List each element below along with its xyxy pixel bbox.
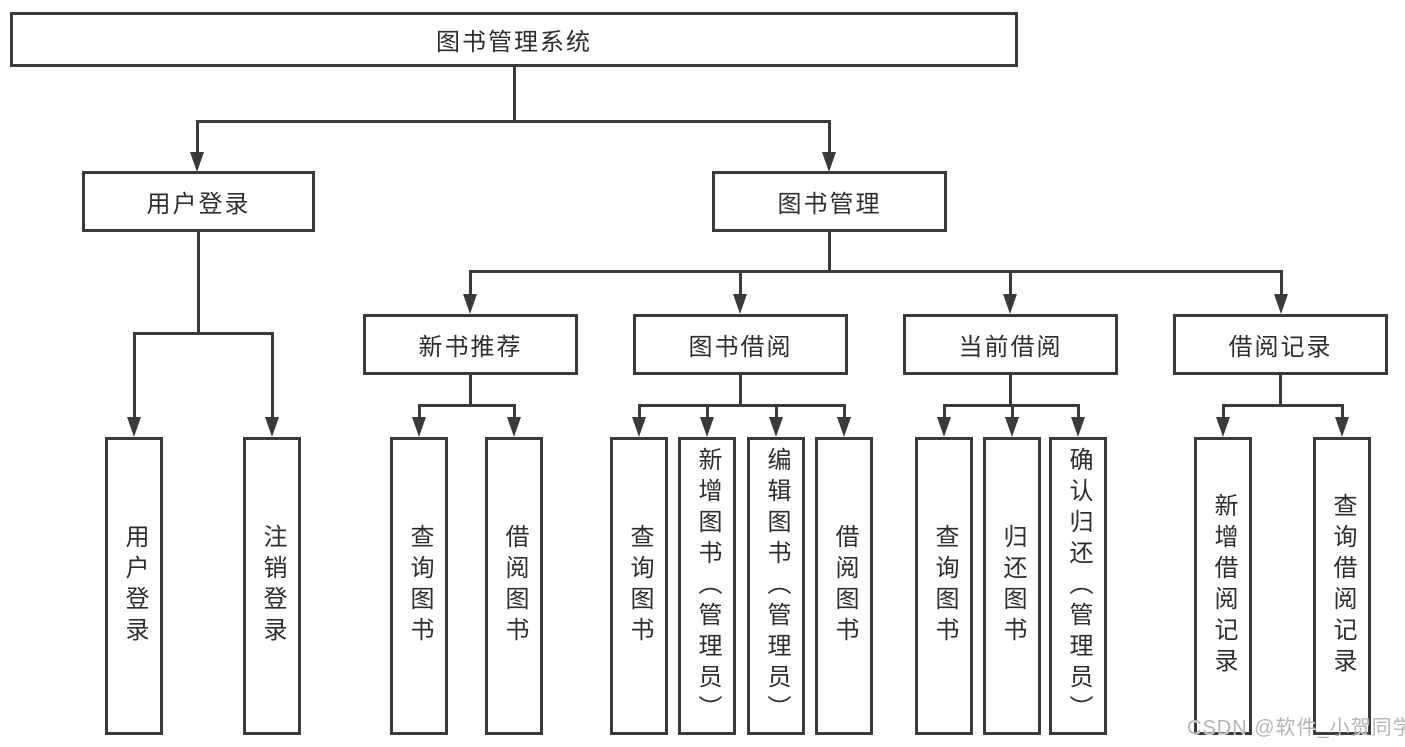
connector-line xyxy=(775,404,778,419)
leaf-label: 查询图书 xyxy=(931,524,958,648)
leaf-label: 查询图书 xyxy=(406,524,433,648)
leaf-label: 确认归还（管理员） xyxy=(1065,446,1092,726)
node-book-borrow: 图书借阅 xyxy=(633,314,848,375)
connector-line xyxy=(1011,404,1014,419)
arrowhead xyxy=(265,417,279,437)
connector-line xyxy=(133,332,274,335)
connector-line xyxy=(828,120,831,154)
connector-line xyxy=(739,270,742,296)
connector-line xyxy=(706,404,709,419)
connector-line xyxy=(943,404,946,419)
connector-line xyxy=(1077,404,1080,419)
leaf-label: 新增借阅记录 xyxy=(1210,493,1237,679)
connector-line xyxy=(271,332,274,419)
connector-line xyxy=(739,374,742,406)
leaf-label: 用户登录 xyxy=(121,524,148,648)
connector-line xyxy=(469,374,472,406)
connector-line xyxy=(1009,270,1012,296)
arrowhead xyxy=(769,417,783,437)
leaf-bookborrow-edit-admin: 编辑图书（管理员） xyxy=(747,437,805,735)
arrowhead xyxy=(733,294,747,314)
leaf-label: 查询借阅记录 xyxy=(1329,493,1356,679)
connector-line xyxy=(469,270,1283,273)
leaf-label: 借阅图书 xyxy=(501,524,528,648)
connector-line xyxy=(197,230,200,334)
connector-line xyxy=(638,404,846,407)
leaf-user-login: 用户登录 xyxy=(105,437,163,735)
arrowhead xyxy=(700,417,714,437)
connector-line xyxy=(1279,374,1282,406)
node-user-login: 用户登录 xyxy=(82,171,315,232)
connector-line xyxy=(638,404,641,419)
arrowhead xyxy=(507,417,521,437)
arrowhead xyxy=(190,152,204,172)
leaf-label: 注销登录 xyxy=(259,524,286,648)
arrowhead xyxy=(127,417,141,437)
connector-line xyxy=(843,404,846,419)
leaf-label: 借阅图书 xyxy=(831,524,858,648)
leaf-current-return: 归还图书 xyxy=(983,437,1041,735)
node-current-borrow: 当前借阅 xyxy=(903,314,1118,375)
node-book-management: 图书管理 xyxy=(712,171,947,232)
leaf-bookborrow-query: 查询图书 xyxy=(610,437,668,735)
node-root: 图书管理系统 xyxy=(10,12,1018,67)
node-new-book-recommend: 新书推荐 xyxy=(363,314,578,375)
arrowhead xyxy=(1005,417,1019,437)
connector-line xyxy=(1009,374,1012,406)
arrowhead xyxy=(463,294,477,314)
connector-line xyxy=(133,332,136,419)
arrowhead xyxy=(632,417,646,437)
leaf-records-add: 新增借阅记录 xyxy=(1194,437,1252,735)
connector-line xyxy=(1280,270,1283,296)
arrowhead xyxy=(412,417,426,437)
connector-line xyxy=(1222,404,1225,419)
connector-line xyxy=(196,120,199,154)
leaf-label: 归还图书 xyxy=(999,524,1026,648)
arrowhead xyxy=(1071,417,1085,437)
connector-line xyxy=(469,270,472,296)
arrowhead xyxy=(1335,417,1349,437)
connector-line xyxy=(513,404,516,419)
connector-line xyxy=(1222,404,1344,407)
leaf-records-query: 查询借阅记录 xyxy=(1313,437,1371,735)
arrowhead xyxy=(1274,294,1288,314)
leaf-current-query: 查询图书 xyxy=(915,437,973,735)
leaf-label: 查询图书 xyxy=(626,524,653,648)
node-borrow-records: 借阅记录 xyxy=(1173,314,1388,375)
connector-line xyxy=(1341,404,1344,419)
arrowhead xyxy=(822,152,836,172)
leaf-bookborrow-borrow: 借阅图书 xyxy=(815,437,873,735)
leaf-logout: 注销登录 xyxy=(243,437,301,735)
leaf-newbook-borrow: 借阅图书 xyxy=(485,437,543,735)
leaf-label: 新增图书（管理员） xyxy=(694,446,721,726)
arrowhead xyxy=(937,417,951,437)
leaf-label: 编辑图书（管理员） xyxy=(763,446,790,726)
arrowhead xyxy=(837,417,851,437)
arrowhead xyxy=(1003,294,1017,314)
connector-line xyxy=(196,120,831,123)
connector-line xyxy=(828,230,831,272)
connector-line xyxy=(418,404,421,419)
arrowhead xyxy=(1216,417,1230,437)
leaf-newbook-query: 查询图书 xyxy=(390,437,448,735)
connector-line xyxy=(513,66,516,122)
connector-line xyxy=(418,404,516,407)
leaf-bookborrow-add-admin: 新增图书（管理员） xyxy=(678,437,736,735)
csdn-watermark: CSDN @软件_小贺同学 xyxy=(1187,717,1405,739)
leaf-current-confirm-admin: 确认归还（管理员） xyxy=(1049,437,1107,735)
